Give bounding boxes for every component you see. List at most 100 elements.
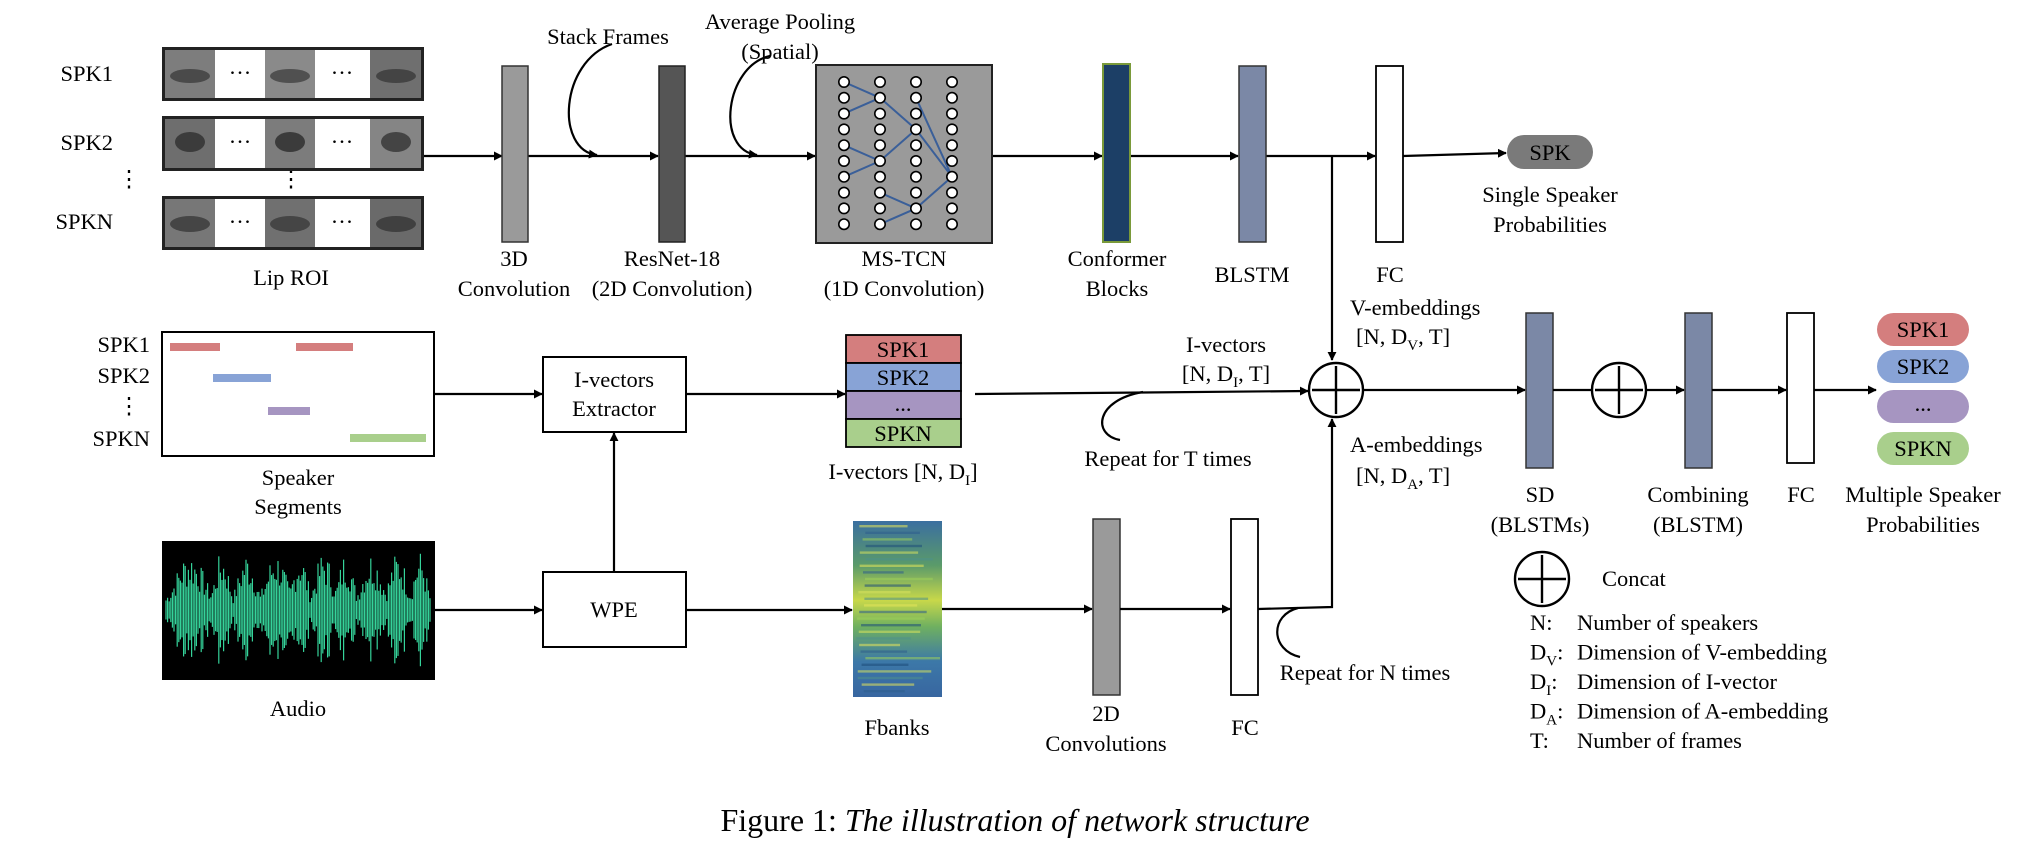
concat-node-main	[1307, 361, 1365, 419]
lip-ellipsis-1b: ···	[331, 60, 353, 85]
mstcn-edge	[915, 97, 953, 178]
mstcn-node	[873, 170, 886, 183]
legend-description: Number of frames	[1577, 728, 1742, 753]
fbank-band	[864, 604, 918, 607]
mstcn-block: MS-TCN (1D Convolution)	[815, 64, 993, 301]
mstcn-node	[909, 155, 922, 168]
caption-italic: The illustration of network structure	[845, 802, 1310, 838]
fbank-band	[862, 571, 904, 574]
resnet-label-1: ResNet-18	[624, 246, 720, 271]
ivectors-stack: SPK1 SPK2 ... SPKN I-vectors [N, DI]	[828, 334, 978, 489]
mstcn-label-2: (1D Convolution)	[824, 276, 985, 301]
mstcn-dilated-network	[837, 76, 958, 231]
wpe-label: WPE	[590, 597, 638, 622]
mstcn-node	[873, 155, 886, 168]
legend-concat-label: Concat	[1602, 566, 1666, 591]
lip-ellipsis-1a: ···	[229, 60, 251, 85]
figure-caption: Figure 1: The illustration of network st…	[720, 802, 1309, 838]
lip-ellipsis-2b: ···	[331, 129, 353, 154]
multi-speaker-output: SPK1 SPK2 ... SPKN Multiple Speaker Prob…	[1845, 313, 2001, 537]
stack-frames-pointer	[567, 42, 613, 159]
legend-symbol: DV:	[1530, 640, 1563, 670]
mstcn-node	[909, 123, 922, 136]
fbanks-spectrogram: Fbanks	[853, 521, 942, 740]
mstcn-node	[873, 139, 886, 152]
conv2d-block: 2D Convolutions	[1045, 518, 1167, 756]
lip-strip-spk1: ··· ···	[162, 47, 424, 101]
combining-blstm-block: Combining (BLSTM)	[1647, 312, 1749, 537]
mstcn-node	[909, 139, 922, 152]
lip-roi-group: SPK1 SPK2 ⋮ SPKN ⋮ ··· ··· ··· ···	[55, 47, 424, 290]
mstcn-node	[945, 139, 958, 152]
legend-description: Dimension of A-embedding	[1577, 699, 1828, 724]
legend-description: Number of speakers	[1577, 610, 1758, 635]
fbank-band	[865, 657, 940, 660]
fbank-band	[861, 624, 921, 627]
repeat-t-pointer	[1101, 390, 1144, 442]
spk-pill-label: SPK	[1529, 140, 1571, 165]
seg-vdots: ⋮	[118, 393, 141, 418]
legend-symbol: N:	[1530, 610, 1553, 635]
ivec-caption: I-vectors [N, DI]	[828, 459, 977, 489]
mstcn-node	[909, 218, 922, 231]
resnet-label-2: (2D Convolution)	[592, 276, 753, 301]
mstcn-node	[837, 91, 850, 104]
seg-spkn-label: SPKN	[92, 426, 150, 451]
fc-audio-block: FC	[1230, 518, 1259, 740]
conv3d-label-2: Convolution	[458, 276, 571, 301]
legend-description: Dimension of I-vector	[1577, 669, 1777, 694]
fc-top-label: FC	[1376, 262, 1404, 287]
repeat-n-label: Repeat for N times	[1280, 660, 1451, 685]
fbank-band	[859, 610, 927, 614]
mstcn-node	[873, 107, 886, 120]
sd-label-2: (BLSTMs)	[1491, 512, 1590, 537]
fbank-band	[865, 558, 933, 561]
combining-label-1: Combining	[1647, 482, 1748, 507]
fbank-band	[856, 637, 911, 640]
fc-output-label: FC	[1787, 482, 1815, 507]
caption-prefix: Figure 1:	[720, 802, 844, 838]
mstcn-node	[873, 91, 886, 104]
single-prob-label-1: Single Speaker	[1482, 182, 1618, 207]
mstcn-edge	[879, 128, 917, 162]
arrow-fc-to-spk	[1402, 148, 1507, 158]
fbank-band	[857, 676, 923, 680]
combining-label-2: (BLSTM)	[1653, 512, 1743, 537]
ivec-stack-spk2: SPK2	[877, 365, 930, 390]
mstcn-node	[873, 76, 886, 89]
mstcn-edge	[843, 81, 881, 99]
fbank-band	[863, 690, 905, 693]
mstcn-node	[945, 107, 958, 120]
lip-vdots-center: ⋮	[280, 166, 303, 191]
single-speaker-output: SPK Single Speaker Probabilities	[1482, 135, 1618, 237]
out-pill-ellipsis: ...	[1915, 391, 1932, 416]
fbank-band	[858, 630, 921, 633]
fbank-band	[859, 643, 901, 647]
mstcn-edge	[879, 191, 917, 210]
speaker-segments-label-2: Segments	[254, 494, 342, 519]
seg-spk1-label: SPK1	[97, 332, 150, 357]
mstcn-node	[909, 76, 922, 89]
fbank-band	[860, 650, 908, 653]
mstcn-label-1: MS-TCN	[861, 246, 946, 271]
ivectors-t-label-2: [N, DI, T]	[1182, 361, 1270, 391]
fbank-band	[857, 670, 932, 673]
legend-concat-symbol	[1513, 550, 1571, 608]
mstcn-edge	[843, 96, 881, 115]
mstcn-node	[945, 218, 958, 231]
fbank-band	[861, 663, 909, 666]
waveform-bars	[165, 553, 431, 667]
mstcn-node	[945, 123, 958, 136]
mstcn-edge	[915, 176, 953, 210]
fc-audio-label: FC	[1231, 715, 1259, 740]
fbank-band	[864, 597, 929, 600]
blstm-visual-block: BLSTM	[1214, 65, 1290, 287]
fbank-band	[861, 683, 915, 686]
lip-strip-spkn: ··· ···	[162, 196, 424, 250]
mstcn-node	[909, 202, 922, 215]
mstcn-node	[945, 202, 958, 215]
mstcn-node	[909, 186, 922, 199]
fbank-band	[865, 531, 920, 534]
